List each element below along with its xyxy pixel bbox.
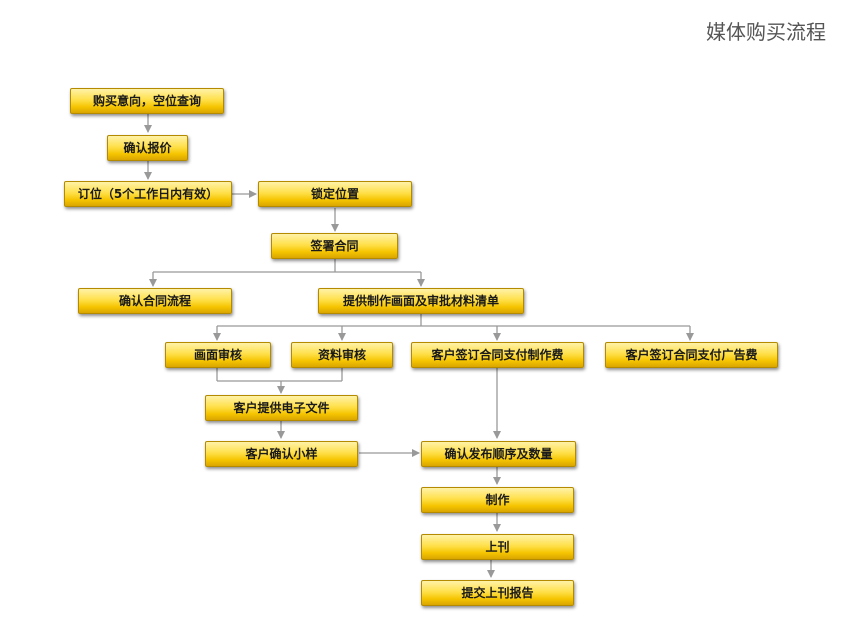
node-provide-materials-list: 提供制作画面及审批材料清单 (318, 288, 524, 314)
node-purchase-intent: 购买意向，空位查询 (70, 88, 224, 114)
node-confirm-quote: 确认报价 (107, 135, 188, 161)
node-confirm-proof: 客户确认小样 (205, 441, 358, 467)
node-submit-report: 提交上刊报告 (421, 580, 574, 606)
node-production: 制作 (421, 487, 574, 513)
node-pay-production-fee: 客户签订合同支付制作费 (411, 342, 584, 368)
node-lock-position: 锁定位置 (258, 181, 412, 207)
node-document-review: 资料审核 (291, 342, 393, 368)
node-provide-files: 客户提供电子文件 (205, 395, 358, 421)
page-title: 媒体购买流程 (706, 20, 826, 44)
node-sign-contract: 签署合同 (271, 233, 398, 259)
node-artwork-review: 画面审核 (165, 342, 271, 368)
node-confirm-schedule: 确认发布顺序及数量 (421, 441, 576, 467)
node-publish: 上刊 (421, 534, 574, 560)
node-pay-ad-fee: 客户签订合同支付广告费 (605, 342, 778, 368)
node-booking: 订位（5个工作日内有效） (64, 181, 232, 207)
node-confirm-contract-flow: 确认合同流程 (78, 288, 232, 314)
